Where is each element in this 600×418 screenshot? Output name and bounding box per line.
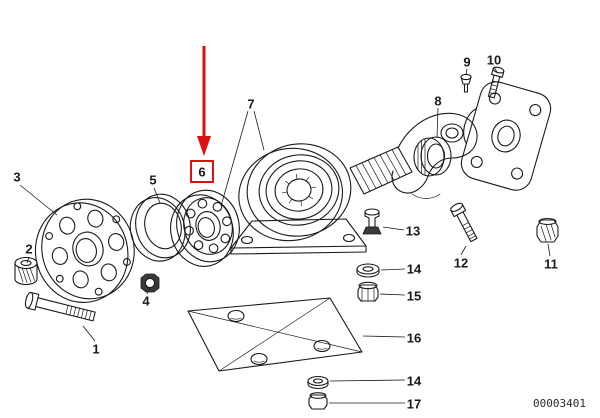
callout-5[interactable]: 5 xyxy=(149,173,156,188)
callout-15[interactable]: 15 xyxy=(407,289,421,304)
part-ball-bearing xyxy=(170,189,240,267)
callout-9[interactable]: 9 xyxy=(463,55,470,70)
part-collar-ring xyxy=(413,136,452,177)
callout-2[interactable]: 2 xyxy=(25,242,32,257)
part-bolt-1 xyxy=(24,291,96,322)
leader-lines xyxy=(19,66,551,404)
callout-17[interactable]: 17 xyxy=(407,397,421,412)
part-flange xyxy=(460,81,552,191)
part-bushing xyxy=(14,256,38,286)
part-flex-disc xyxy=(34,198,135,303)
callout-13[interactable]: 13 xyxy=(406,224,420,239)
callout-6[interactable]: 6 xyxy=(198,165,205,180)
callout-16[interactable]: 16 xyxy=(407,331,421,346)
part-stud xyxy=(362,208,382,235)
callout-10[interactable]: 10 xyxy=(487,53,501,68)
heat-shield-bump xyxy=(227,309,245,323)
heat-shield-bump xyxy=(313,339,331,353)
highlight-arrow-icon xyxy=(197,46,211,156)
part-yoke xyxy=(391,112,478,199)
highlight-box xyxy=(190,160,214,183)
callout-3[interactable]: 3 xyxy=(13,170,20,185)
callout-14-lower[interactable]: 14 xyxy=(407,374,422,389)
part-bolt-12 xyxy=(450,202,478,243)
part-washer-upper xyxy=(356,263,380,278)
heat-shield-bump xyxy=(250,352,268,366)
callout-1[interactable]: 1 xyxy=(92,342,99,357)
callout-14-upper[interactable]: 14 xyxy=(407,262,422,277)
callout-4[interactable]: 4 xyxy=(142,294,150,309)
part-bolt-10 xyxy=(487,66,505,99)
part-center-support xyxy=(230,143,367,255)
part-nut-4 xyxy=(140,273,160,293)
part-washer-lower xyxy=(307,375,329,390)
callout-12[interactable]: 12 xyxy=(454,256,468,271)
diagram-code: 00003401 xyxy=(533,397,586,410)
callout-11[interactable]: 11 xyxy=(544,257,558,272)
callout-7[interactable]: 7 xyxy=(247,97,254,112)
part-screw-9 xyxy=(460,73,472,93)
part-heat-shield xyxy=(187,297,363,372)
part-nut-17 xyxy=(308,392,328,410)
part-nut-11 xyxy=(536,217,559,243)
part-locknut xyxy=(357,281,379,302)
part-spline-shaft xyxy=(349,146,413,195)
callout-8[interactable]: 8 xyxy=(434,94,441,109)
